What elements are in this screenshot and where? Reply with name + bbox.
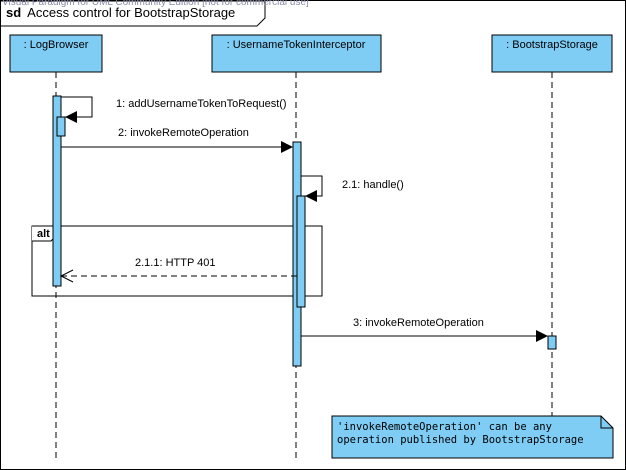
diagram-title: sd Access control for BootstrapStorage: [6, 5, 235, 20]
message-1-arrowhead: [65, 111, 77, 123]
activation-logbrowser: [52, 95, 62, 287]
lifeline-label-logbrowser: : LogBrowser: [24, 39, 89, 51]
lifeline-head-storage[interactable]: [491, 34, 613, 73]
alt-fragment[interactable]: [31, 225, 323, 297]
message-2-1-label: 2.1: handle(): [342, 179, 404, 191]
lifeline-head-logbrowser[interactable]: [9, 34, 103, 73]
message-1-arrow[interactable]: [61, 96, 93, 118]
message-1-label: 1: addUsernameTokenToRequest(): [116, 98, 287, 110]
note-fold: [600, 416, 613, 429]
activation-interceptor-nested: [296, 195, 306, 308]
message-3-label: 3: invokeRemoteOperation: [353, 317, 484, 329]
message-2-1-arrowhead: [305, 190, 317, 202]
diagram-kind: sd: [6, 5, 22, 20]
message-2-1-1-arrowhead: [59, 269, 74, 283]
watermark: Visual Paradigm for UML Community Editio…: [2, 0, 309, 8]
lifeline-label-interceptor: : UsernameTokenInterceptor: [227, 39, 366, 51]
message-2-1-1-label: 2.1.1: HTTP 401: [135, 257, 216, 269]
activation-logbrowser-nested: [56, 116, 66, 137]
alt-operator: alt: [37, 228, 50, 240]
frame-title-tab: [1, 0, 266, 27]
lifeline-label-storage: : BootstrapStorage: [506, 39, 598, 51]
message-3-arrowhead: [536, 330, 548, 342]
message-2-label: 2: invokeRemoteOperation: [118, 127, 249, 139]
note[interactable]: [331, 415, 614, 459]
message-2-arrowhead: [281, 141, 293, 153]
note-line-1: 'invokeRemoteOperation' can be any: [337, 421, 552, 433]
note-line-2: operation published by BootstrapStorage: [337, 434, 584, 446]
activation-storage: [547, 335, 557, 350]
diagram-title-text: Access control for BootstrapStorage: [27, 5, 236, 20]
